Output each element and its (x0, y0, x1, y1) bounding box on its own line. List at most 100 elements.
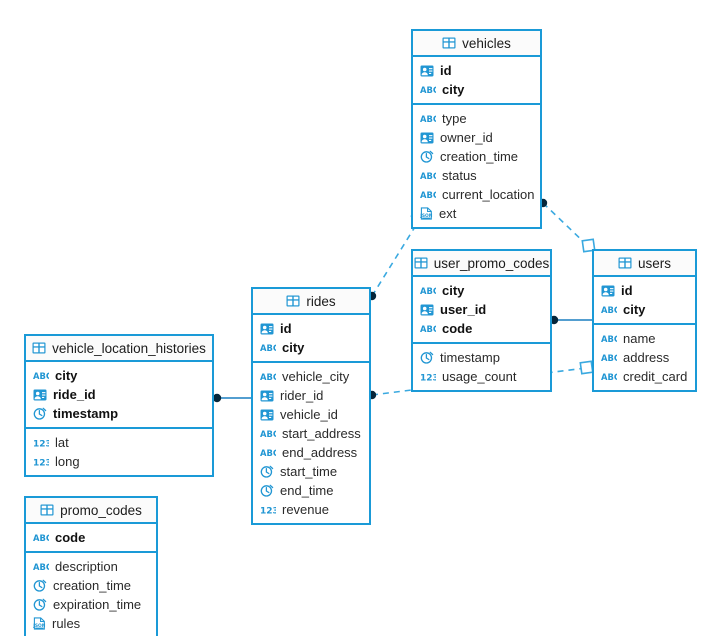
table-grid-icon (442, 37, 456, 49)
field-label: city (55, 368, 78, 383)
field-row-city[interactable]: ABC city (26, 366, 212, 385)
table-header-rides[interactable]: rides (253, 289, 369, 315)
svg-text:JSON: JSON (33, 623, 46, 629)
field-row-end_time[interactable]: end_time (253, 481, 369, 500)
field-label: ext (439, 206, 457, 221)
field-label: status (442, 168, 477, 183)
relationship-vlh-rides (212, 393, 251, 403)
table-header-promo_codes[interactable]: promo_codes (26, 498, 156, 524)
field-row-status[interactable]: ABC status (413, 166, 540, 185)
table-header-users[interactable]: users (594, 251, 695, 277)
svg-text:ABC: ABC (420, 114, 436, 124)
field-row-vehicle_id[interactable]: vehicle_id (253, 405, 369, 424)
field-row-timestamp[interactable]: timestamp (413, 348, 550, 367)
field-row-timestamp[interactable]: timestamp (26, 404, 212, 423)
abc-text-icon: ABC (601, 372, 617, 382)
id-card-icon (420, 304, 434, 316)
abc-text-icon: ABC (601, 353, 617, 363)
field-label: revenue (282, 502, 329, 517)
abc-text-icon: ABC (420, 190, 436, 200)
field-row-id[interactable]: id (594, 281, 695, 300)
svg-text:ABC: ABC (33, 371, 49, 381)
field-label: lat (55, 435, 69, 450)
table-title: rides (306, 293, 336, 309)
table-title: promo_codes (60, 502, 142, 518)
abc-text-icon: ABC (33, 533, 49, 543)
field-label: timestamp (440, 350, 500, 365)
abc-text-icon: ABC (420, 171, 436, 181)
field-label: creation_time (440, 149, 519, 164)
field-label: start_time (280, 464, 338, 479)
svg-text:ABC: ABC (420, 286, 436, 296)
abc-text-icon: ABC (420, 85, 436, 95)
svg-text:ABC: ABC (601, 305, 617, 315)
field-row-owner_id[interactable]: owner_id (413, 128, 540, 147)
field-row-id[interactable]: id (413, 61, 540, 80)
field-label: end_address (282, 445, 358, 460)
field-row-creation_time[interactable]: creation_time (413, 147, 540, 166)
field-row-rider_id[interactable]: rider_id (253, 386, 369, 405)
field-label: long (55, 454, 80, 469)
field-row-creation_time[interactable]: creation_time (26, 576, 156, 595)
table-grid-icon (32, 342, 46, 354)
svg-text:ABC: ABC (601, 372, 617, 382)
json-document-icon: JSON (33, 617, 46, 630)
abc-text-icon: ABC (33, 371, 49, 381)
field-row-ride_id[interactable]: ride_id (26, 385, 212, 404)
field-row-expiration_time[interactable]: expiration_time (26, 595, 156, 614)
field-label: usage_count (442, 369, 517, 384)
table-header-vehicle_location_histories[interactable]: vehicle_location_histories (26, 336, 212, 362)
field-label: end_time (280, 483, 334, 498)
table-title: users (637, 255, 671, 271)
field-row-start_time[interactable]: start_time (253, 462, 369, 481)
clock-icon (420, 150, 434, 163)
abc-text-icon: ABC (33, 562, 49, 572)
table-header-user_promo_codes[interactable]: user_promo_codes (413, 251, 550, 277)
table-header-vehicles[interactable]: vehicles (413, 31, 540, 57)
field-row-user_id[interactable]: user_id (413, 300, 550, 319)
clock-icon (33, 407, 47, 420)
svg-text:ABC: ABC (420, 85, 436, 95)
abc-text-icon: ABC (260, 372, 276, 382)
field-label: code (55, 530, 86, 545)
field-label: owner_id (440, 130, 493, 145)
field-label: start_address (282, 426, 361, 441)
id-card-icon (260, 390, 274, 402)
field-row-code[interactable]: ABC code (26, 528, 156, 547)
field-row-id[interactable]: id (253, 319, 369, 338)
id-card-icon (420, 132, 434, 144)
field-label: name (623, 331, 656, 346)
